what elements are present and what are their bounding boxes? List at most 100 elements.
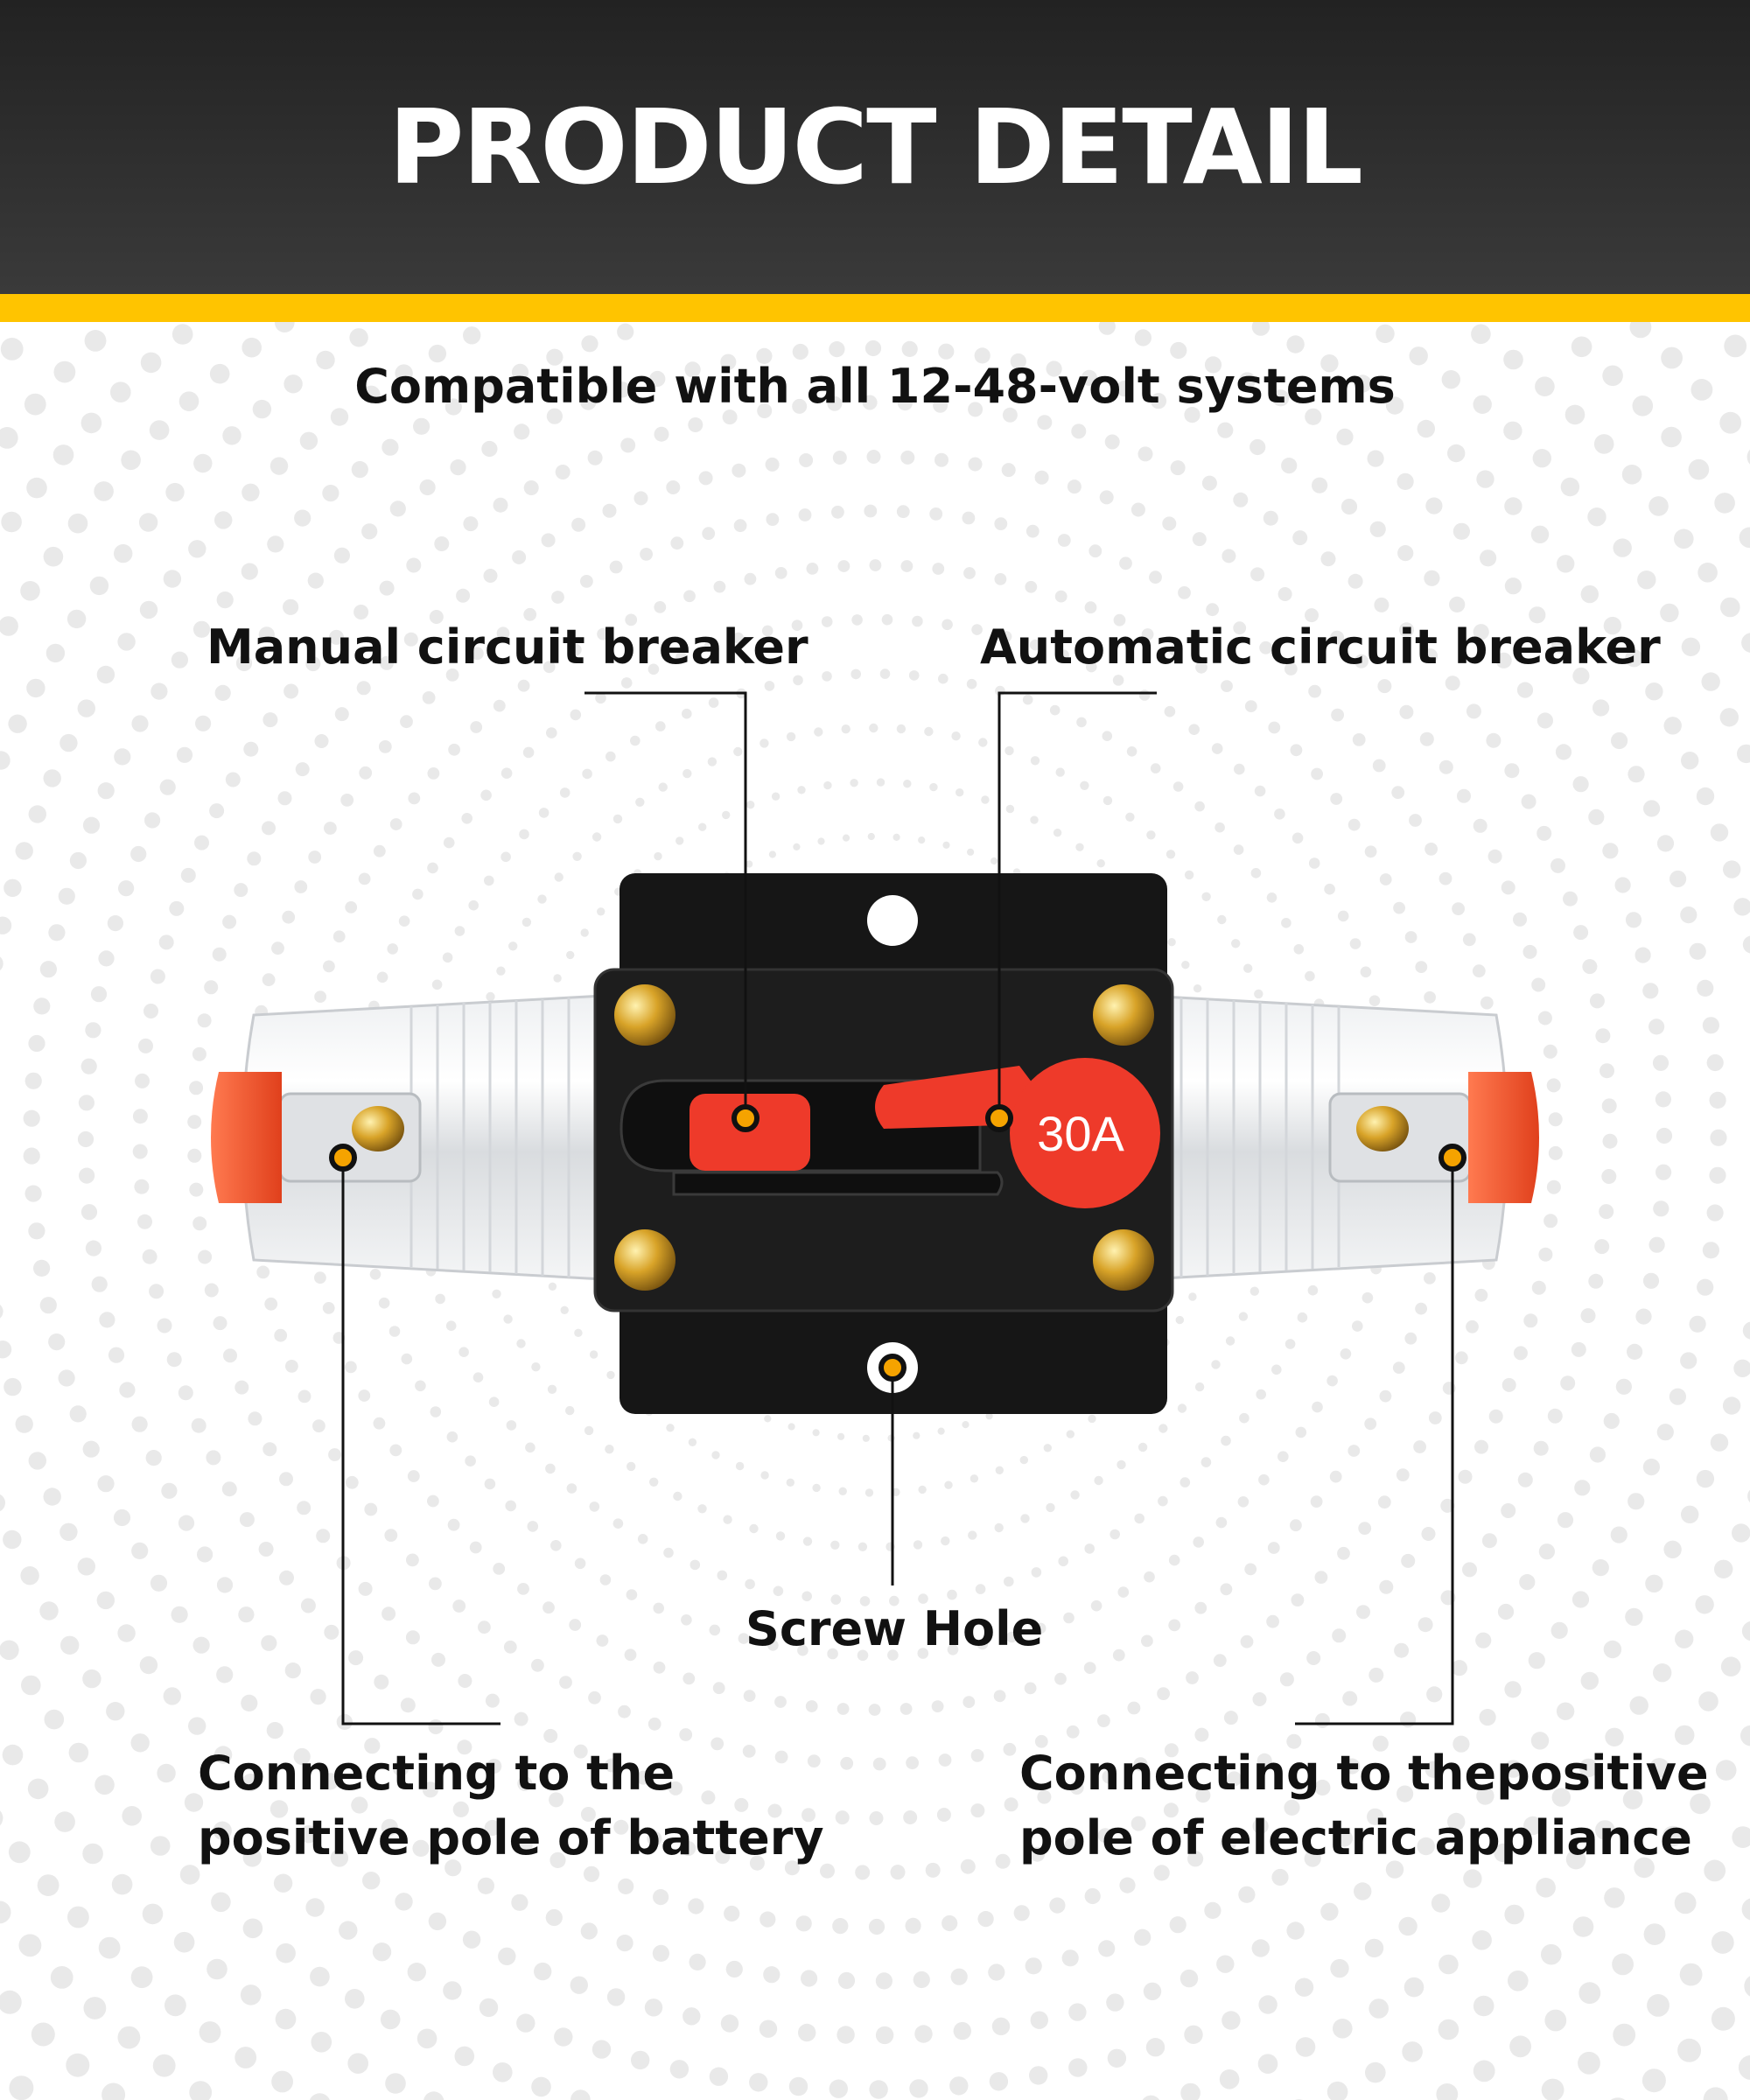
background-dot	[792, 343, 808, 360]
background-dot	[1194, 1727, 1209, 1742]
background-dot	[111, 1873, 133, 1895]
background-dot	[389, 818, 402, 830]
background-dot	[239, 1512, 255, 1528]
background-dot	[1536, 712, 1553, 729]
background-dot	[234, 2047, 257, 2068]
background-dot	[836, 2026, 855, 2044]
background-dot	[69, 1405, 87, 1423]
background-dot	[3, 1530, 22, 1550]
background-dot	[139, 600, 158, 620]
background-dot	[54, 1811, 75, 1832]
background-dot	[82, 816, 101, 834]
background-dot	[121, 450, 141, 471]
background-dot	[1068, 2058, 1088, 2077]
background-dot	[864, 1488, 874, 1497]
background-dot	[918, 1485, 927, 1494]
background-dot	[1311, 767, 1323, 780]
background-dot	[933, 397, 948, 413]
background-dot	[0, 427, 18, 449]
background-dot	[1348, 573, 1363, 589]
page-title: PRODUCT DETAIL	[388, 87, 1363, 207]
background-dot	[359, 766, 373, 780]
background-dot	[901, 340, 918, 357]
background-dot	[711, 1451, 720, 1460]
background-dot	[1234, 763, 1245, 775]
background-dot	[545, 1463, 556, 1474]
background-dot	[797, 786, 806, 794]
background-dot	[1739, 527, 1750, 549]
background-dot	[321, 1773, 339, 1790]
background-dot	[1425, 497, 1443, 514]
background-dot	[749, 2073, 768, 2092]
background-dot	[1632, 396, 1654, 416]
background-dot	[82, 1669, 102, 1689]
background-dot	[1592, 699, 1610, 717]
background-dot	[381, 1818, 398, 1836]
background-dot	[1239, 1412, 1250, 1424]
accent-bar	[0, 294, 1750, 322]
background-dot	[937, 1427, 945, 1435]
background-dot	[929, 782, 938, 792]
background-dot	[198, 1250, 213, 1264]
background-dot	[424, 2091, 444, 2100]
background-dot	[799, 453, 814, 467]
background-dot	[503, 1640, 517, 1654]
background-dot	[1034, 1622, 1046, 1634]
background-dot	[669, 2060, 690, 2079]
background-dot	[332, 930, 346, 943]
background-dot	[1220, 1583, 1233, 1596]
background-dot	[276, 1942, 296, 1964]
background-dot	[503, 1314, 513, 1324]
background-dot	[698, 471, 713, 486]
background-dot	[1086, 661, 1097, 673]
background-dot	[340, 794, 354, 807]
background-dot	[963, 567, 976, 579]
background-dot	[1531, 977, 1546, 992]
background-dot	[1233, 492, 1249, 508]
background-dot	[110, 382, 131, 403]
background-dot	[1602, 843, 1619, 859]
background-dot	[951, 732, 961, 741]
background-dot	[932, 563, 945, 575]
background-dot	[1263, 510, 1278, 526]
background-dot	[1574, 1480, 1591, 1496]
background-dot	[31, 2022, 55, 2047]
background-dot	[1710, 1433, 1729, 1452]
background-dot	[406, 1553, 419, 1567]
background-dot	[158, 934, 174, 950]
background-dot	[33, 998, 51, 1015]
manual-breaker-button[interactable]	[690, 1094, 810, 1171]
background-dot	[581, 335, 598, 353]
background-dot	[427, 1494, 439, 1508]
background-dot	[1097, 1714, 1110, 1727]
background-dot	[0, 916, 12, 934]
background-dot	[1697, 1278, 1714, 1296]
background-dot	[841, 724, 850, 734]
background-dot	[445, 668, 459, 682]
background-dot	[80, 1204, 98, 1221]
background-dot	[1396, 1468, 1410, 1481]
background-dot	[1537, 1011, 1552, 1026]
background-dot	[189, 2081, 213, 2100]
background-dot	[630, 735, 640, 746]
background-dot	[947, 1644, 959, 1656]
background-dot	[179, 1865, 200, 1885]
background-dot	[1670, 870, 1687, 888]
background-dot	[378, 740, 392, 753]
background-dot	[114, 543, 133, 564]
background-dot	[1613, 2023, 1636, 2047]
background-dot	[560, 1306, 569, 1315]
background-dot	[648, 663, 660, 676]
background-dot	[1200, 1457, 1212, 1467]
background-dot	[67, 513, 88, 534]
background-dot	[1233, 621, 1247, 635]
background-dot	[206, 1450, 221, 1466]
background-dot	[1744, 1976, 1750, 1997]
background-dot	[0, 338, 24, 360]
background-dot	[764, 1415, 772, 1423]
background-dot	[1005, 804, 1015, 814]
background-dot	[1094, 1475, 1103, 1486]
background-dot	[1184, 870, 1194, 880]
background-dot	[774, 567, 788, 579]
background-dot	[605, 1445, 614, 1454]
